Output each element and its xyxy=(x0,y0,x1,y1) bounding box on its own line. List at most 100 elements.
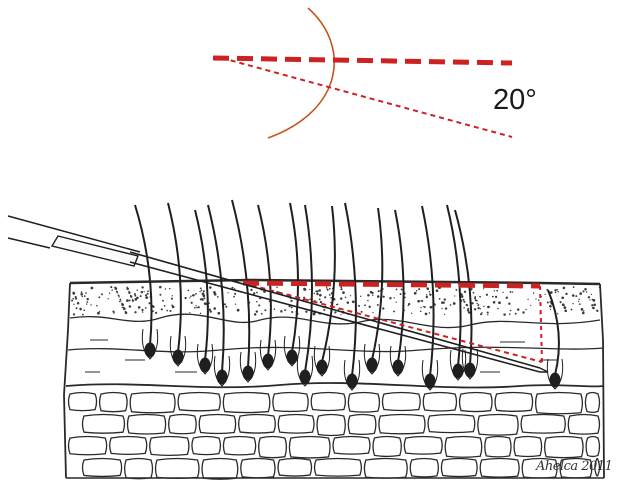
stipple-dot xyxy=(497,308,499,310)
stipple-dot xyxy=(213,307,216,310)
stipple-dot xyxy=(439,298,441,300)
fat-cell xyxy=(521,415,565,434)
stipple-dot xyxy=(309,289,310,290)
stipple-dot xyxy=(369,306,371,308)
stipple-dot xyxy=(450,304,452,306)
stipple-dot xyxy=(420,307,421,308)
stipple-dot xyxy=(122,307,123,308)
stipple-dot xyxy=(591,304,593,306)
fat-cell xyxy=(460,393,493,412)
stipple-dot xyxy=(237,309,240,312)
stipple-dot xyxy=(110,286,112,288)
stipple-dot xyxy=(165,288,166,289)
stipple-dot xyxy=(493,301,496,304)
stipple-dot xyxy=(119,296,120,297)
stipple-dot xyxy=(90,304,91,305)
stipple-dot xyxy=(340,314,341,315)
fat-cell xyxy=(259,437,287,458)
stipple-dot xyxy=(572,303,573,304)
stipple-dot xyxy=(145,294,147,296)
stipple-dot xyxy=(557,291,559,293)
fat-cell xyxy=(514,437,542,457)
stipple-dot xyxy=(115,287,118,290)
fat-cell xyxy=(156,459,200,479)
stipple-dot xyxy=(364,304,366,306)
stipple-dot xyxy=(309,298,311,300)
stipple-dot xyxy=(408,303,410,305)
stipple-dot xyxy=(578,301,579,302)
stipple-dot xyxy=(81,291,83,293)
fat-cell xyxy=(273,393,308,412)
stipple-dot xyxy=(430,306,433,309)
stipple-dot xyxy=(462,299,464,301)
stipple-dot xyxy=(82,314,84,316)
fat-cell xyxy=(348,415,376,435)
stipple-dot xyxy=(202,294,205,297)
stipple-dot xyxy=(98,296,100,298)
fat-cell xyxy=(545,437,583,458)
stipple-dot xyxy=(96,305,98,307)
stipple-dot xyxy=(225,306,227,308)
stipple-dot xyxy=(367,300,368,301)
stipple-dot xyxy=(494,290,495,291)
subcutaneous-fat-layer xyxy=(69,393,600,480)
stipple-dot xyxy=(565,293,567,295)
stipple-dot xyxy=(80,308,82,310)
stipple-dot xyxy=(535,298,536,299)
stipple-dot xyxy=(477,305,478,306)
fat-cell xyxy=(127,415,165,434)
stipple-dot xyxy=(250,289,252,291)
stipple-dot xyxy=(401,288,403,290)
stipple-dot xyxy=(594,305,595,306)
stipple-dot xyxy=(191,302,193,304)
stipple-dot xyxy=(466,304,468,306)
stipple-dot xyxy=(171,304,173,306)
stipple-dot xyxy=(91,287,94,290)
stipple-dot xyxy=(290,300,292,302)
stipple-dot xyxy=(578,299,579,300)
hair-shaft xyxy=(290,203,298,352)
stipple-dot xyxy=(340,297,342,299)
stipple-dot xyxy=(586,291,587,292)
stipple-dot xyxy=(198,306,200,308)
stipple-dot xyxy=(305,311,307,313)
angled-line xyxy=(222,58,512,137)
stipple-dot xyxy=(475,299,477,301)
stipple-dot xyxy=(347,301,350,304)
stipple-dot xyxy=(421,300,423,302)
stipple-dot xyxy=(201,298,203,300)
stipple-dot xyxy=(334,311,336,313)
hair-shaft xyxy=(305,205,312,372)
stipple-dot xyxy=(340,288,342,290)
stipple-dot xyxy=(84,295,86,297)
fat-cell xyxy=(317,415,345,436)
stipple-dot xyxy=(436,289,439,292)
stipple-dot xyxy=(199,291,200,292)
stipple-dot xyxy=(479,296,481,298)
stipple-dot xyxy=(72,298,74,300)
fat-cell xyxy=(495,393,533,412)
stipple-dot xyxy=(101,293,103,295)
stipple-dot xyxy=(444,314,445,315)
stipple-dot xyxy=(486,294,488,296)
fat-cell xyxy=(485,437,511,457)
stipple-dot xyxy=(141,286,143,288)
stipple-dot xyxy=(159,294,161,296)
stipple-dot xyxy=(171,298,173,300)
stipple-dot xyxy=(319,294,322,297)
fat-cell xyxy=(404,437,442,455)
stipple-dot xyxy=(455,289,457,291)
stipple-dot xyxy=(453,302,456,305)
stipple-dot xyxy=(555,292,557,294)
stipple-dot xyxy=(420,311,422,313)
stipple-dot xyxy=(522,311,524,313)
fat-cell xyxy=(333,437,370,455)
stipple-dot xyxy=(426,287,429,290)
stipple-dot xyxy=(121,303,124,306)
stipple-dot xyxy=(204,302,207,305)
fat-cell xyxy=(348,393,379,413)
stipple-dot xyxy=(136,297,139,300)
stipple-dot xyxy=(162,300,164,302)
stipple-dot xyxy=(256,301,258,303)
